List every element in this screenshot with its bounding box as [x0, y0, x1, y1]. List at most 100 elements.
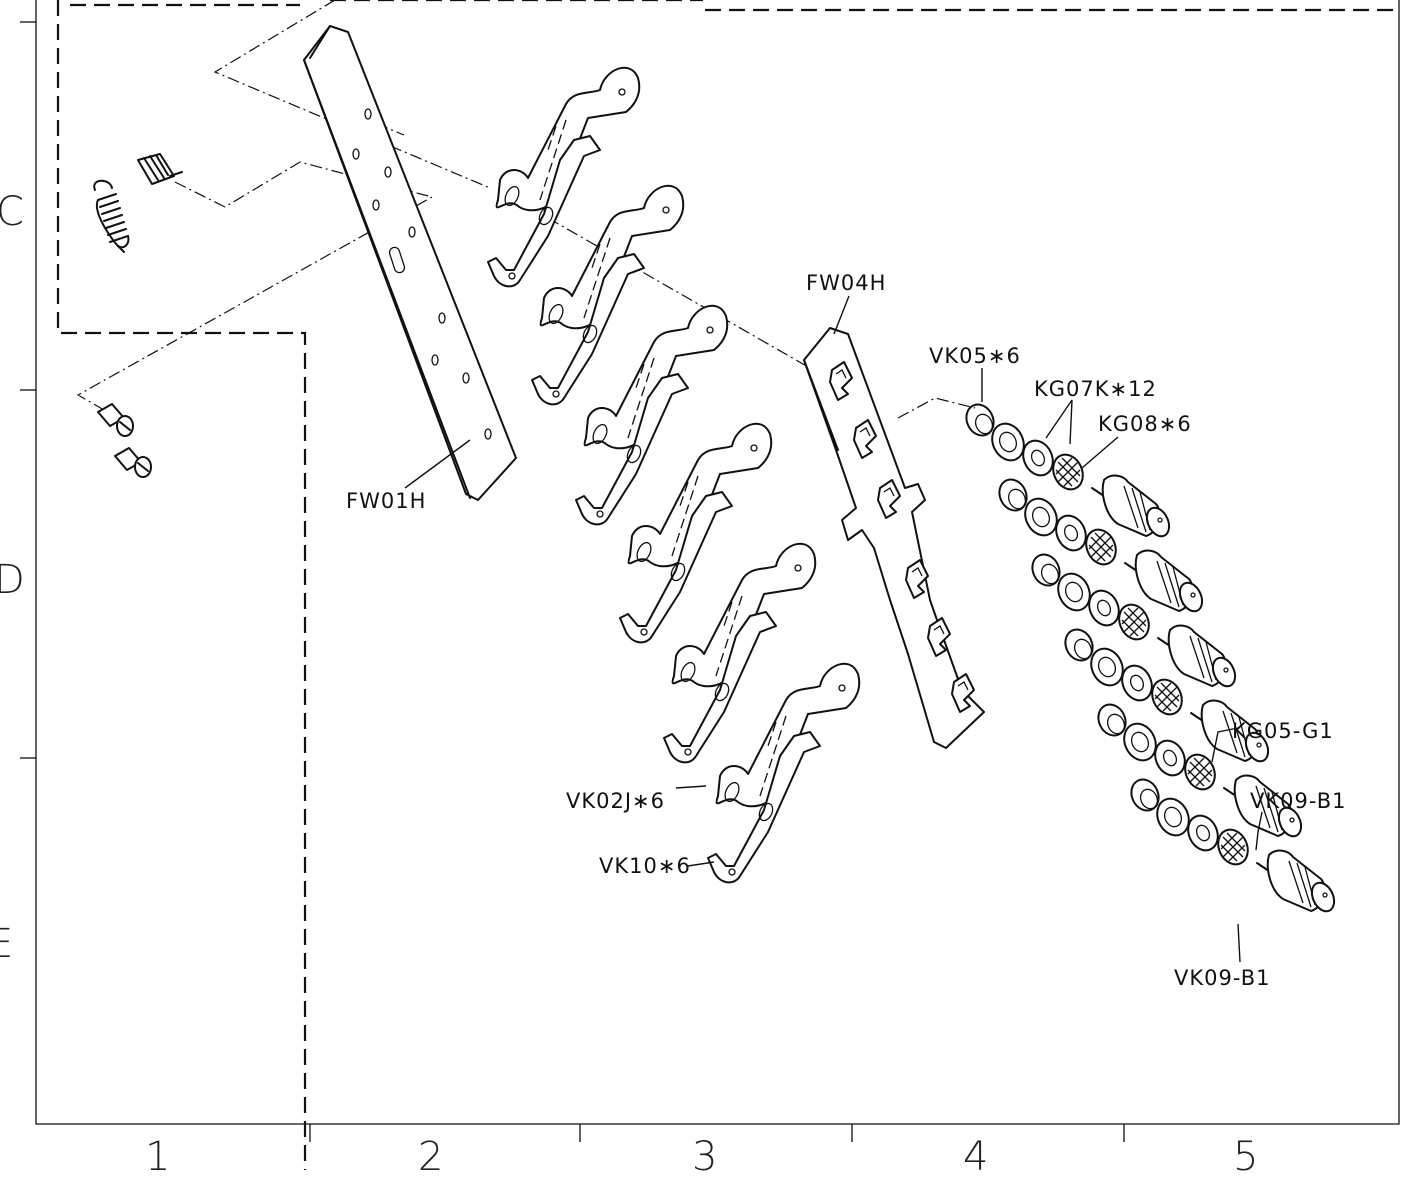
- col-label-4: 4: [963, 1134, 988, 1180]
- knob-dot: [1256, 742, 1262, 748]
- lever-hidden-edge: [671, 475, 699, 557]
- screw-1: [97, 403, 134, 437]
- clip-tab: [829, 361, 853, 401]
- lever-hidden-edge: [759, 715, 787, 797]
- lever-hole: [670, 562, 686, 582]
- lever-lower-arm: [575, 373, 689, 526]
- label-vk05: VK05∗6: [929, 344, 1021, 368]
- washer-hole: [1096, 599, 1112, 617]
- clip-edge: [933, 625, 945, 635]
- washer-hole: [1129, 674, 1145, 692]
- kg08-mesh-disc: [1151, 678, 1183, 716]
- col-label-2: 2: [418, 1134, 443, 1180]
- washer-hole: [1063, 524, 1079, 542]
- knob-stack-6: [1130, 778, 1336, 913]
- knob: [1091, 474, 1171, 538]
- lever-hole: [728, 868, 736, 876]
- knob-grip: [1156, 560, 1184, 608]
- clip-edge: [835, 369, 847, 379]
- lever-bracket-1: [487, 66, 641, 288]
- label-vk09-upper: VK09-B1: [1250, 789, 1346, 813]
- lever-lower-arm: [707, 731, 821, 884]
- lever-hole: [640, 628, 648, 636]
- fw01h-bar: [303, 25, 517, 501]
- washer-hole: [1163, 806, 1183, 828]
- row-label-e: E: [0, 921, 13, 967]
- grid-row-labels: C D E: [0, 189, 25, 967]
- lever-lower-arm: [487, 135, 601, 288]
- fw04h-bracket: [803, 327, 985, 749]
- lever-hole: [538, 206, 554, 226]
- kg07k-washer: [1024, 497, 1058, 537]
- knob-grip: [1288, 860, 1316, 908]
- label-fw01h: FW01H: [346, 489, 426, 513]
- clip-tab: [853, 419, 877, 459]
- clip-edge: [883, 487, 895, 497]
- lever-brackets: [487, 66, 861, 884]
- washer-hole: [1162, 749, 1178, 767]
- lever-hole: [504, 185, 520, 207]
- lever-hole: [552, 390, 560, 398]
- row-label-d: D: [0, 557, 25, 603]
- cap-ring: [1040, 563, 1060, 585]
- lever-hole: [714, 682, 730, 702]
- fw04h-clip-3: [877, 479, 901, 519]
- vk05-cap: [1064, 628, 1094, 662]
- lever-upper-arm: [715, 662, 861, 808]
- knob-stacks: [965, 403, 1336, 913]
- knob-grip: [1255, 785, 1283, 833]
- lever-hole: [662, 206, 670, 214]
- kg07k-washer: [1187, 814, 1219, 852]
- vk05-cap: [1031, 553, 1061, 587]
- knob-dot: [1157, 517, 1163, 523]
- clip-tab: [927, 617, 951, 657]
- label-vk10: VK10∗6: [599, 854, 691, 878]
- col-label-1: 1: [145, 1134, 170, 1180]
- lever-hidden-edge: [715, 595, 743, 677]
- kg07k-washer: [1121, 664, 1153, 702]
- clip-tab: [905, 559, 929, 599]
- label-kg07k: KG07K∗12: [1034, 377, 1157, 401]
- knob-stack-3: [1031, 553, 1237, 688]
- disc-hatch: [1088, 532, 1114, 562]
- cap-ring: [1073, 638, 1093, 660]
- fw04h-clip-4: [905, 559, 929, 599]
- lever-bracket-4: [619, 422, 773, 644]
- kg07k-washer: [1156, 797, 1190, 837]
- lever-hole: [838, 684, 846, 692]
- cap-ring: [1139, 788, 1159, 810]
- cap-ring: [1106, 713, 1126, 735]
- bar-holes: [352, 108, 492, 440]
- knob-grip: [1222, 710, 1250, 758]
- lever-hole: [548, 303, 564, 325]
- disc-hatch: [1187, 757, 1213, 787]
- adjusting-screw: [137, 153, 183, 185]
- grid-column-labels: 1 2 3 4 5: [145, 1134, 1258, 1180]
- lever-upper-arm: [627, 422, 773, 568]
- callout-labels: FW01H FW04H VK05∗6 KG07K∗12 KG08∗6 KG05-…: [346, 271, 1346, 990]
- lever-bracket-6: [707, 662, 861, 884]
- washer-hole: [1130, 731, 1150, 753]
- kg08-mesh-disc: [1217, 828, 1249, 866]
- lever-hole: [626, 444, 642, 464]
- lever-hole: [596, 510, 604, 518]
- lever-hole: [592, 423, 608, 445]
- kg07k-washer: [1022, 439, 1054, 477]
- disc-hatch: [1121, 607, 1147, 637]
- lever-lower-arm: [531, 253, 645, 406]
- region-boundaries: [56, 0, 1399, 1170]
- lever-hidden-edge: [539, 119, 567, 201]
- disc-hatch: [1055, 457, 1081, 487]
- clip-edge: [859, 427, 871, 437]
- lever-hole: [636, 541, 652, 563]
- fw04h-clip-2: [853, 419, 877, 459]
- washer-hole: [998, 431, 1018, 453]
- lever-bracket-3: [575, 304, 729, 526]
- lever-hole: [508, 272, 516, 280]
- washer-hole: [1064, 581, 1084, 603]
- knob-dot: [1289, 817, 1295, 823]
- lever-lower-arm: [619, 491, 733, 644]
- label-fw04h: FW04H: [806, 271, 886, 295]
- screw-2: [114, 447, 152, 478]
